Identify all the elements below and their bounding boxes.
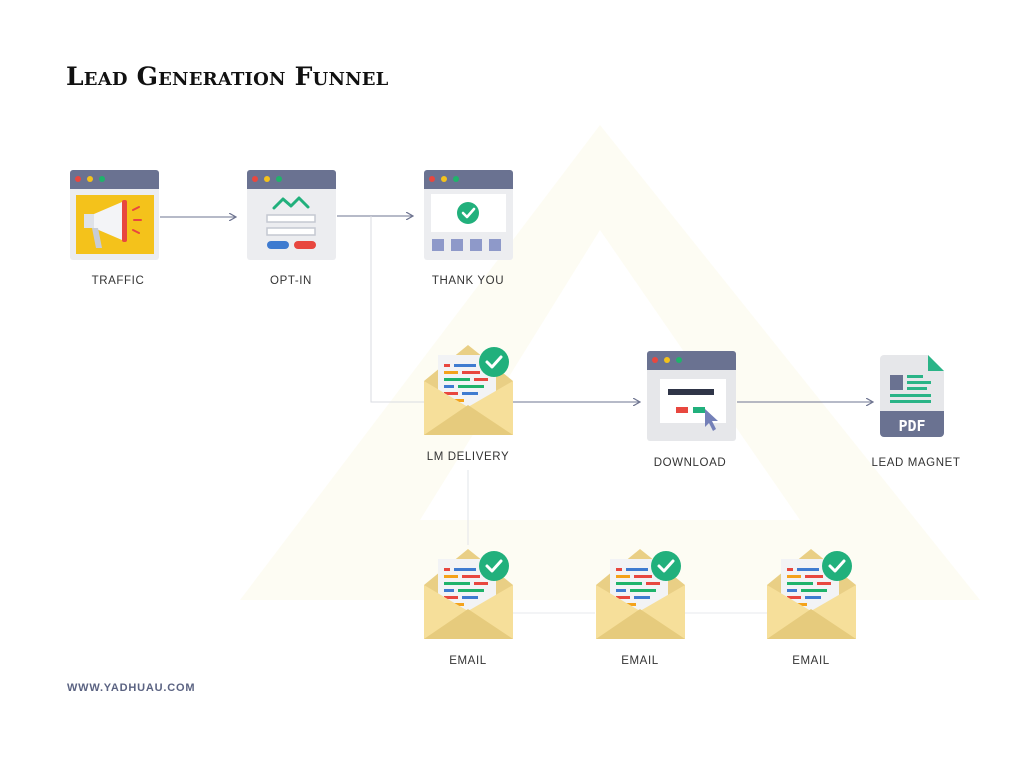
page-title: Lead Generation Funnel xyxy=(66,62,389,91)
thank-you-page-icon[interactable] xyxy=(424,170,513,260)
lead-magnet-label: LEAD MAGNET xyxy=(871,457,961,469)
email-envelope-icon[interactable] xyxy=(424,345,516,437)
email-envelope-icon[interactable] xyxy=(596,549,688,641)
lm-delivery-label: LM DELIVERY xyxy=(426,451,510,463)
email-envelope-icon[interactable] xyxy=(424,549,516,641)
email-label: EMAIL xyxy=(792,655,830,667)
traffic-label: TRAFFIC xyxy=(91,275,145,287)
megaphone-icon[interactable] xyxy=(70,170,159,260)
download-page-icon[interactable] xyxy=(647,351,736,441)
opt-in-label: OPT-IN xyxy=(270,275,312,287)
line-optin-to-lm-delivery xyxy=(370,216,424,403)
form-page-icon[interactable] xyxy=(247,170,336,260)
email-label: EMAIL xyxy=(621,655,659,667)
thank-you-label: THANK YOU xyxy=(431,275,505,287)
website-footer[interactable]: WWW.YADHUAU.COM xyxy=(67,682,196,694)
email-label: EMAIL xyxy=(449,655,487,667)
download-label: DOWNLOAD xyxy=(653,457,727,469)
pdf-file-icon[interactable]: PDF xyxy=(880,355,944,437)
pdf-badge: PDF xyxy=(898,417,925,435)
email-envelope-icon[interactable] xyxy=(767,549,859,641)
